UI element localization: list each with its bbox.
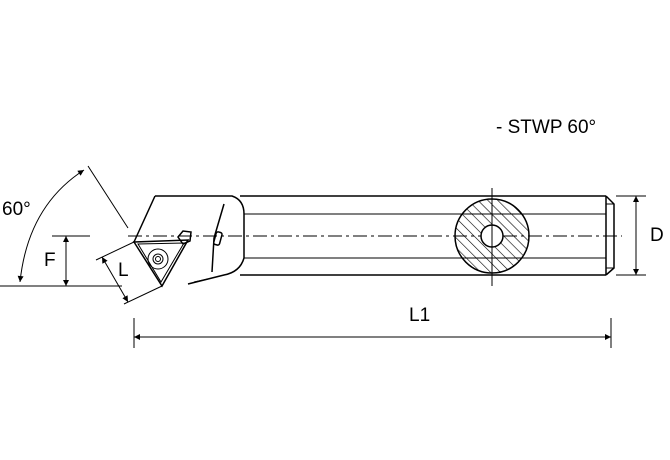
dimension-l1-label: L1: [409, 305, 430, 326]
dimension-l1: [133, 318, 612, 348]
clamp-pin: [177, 230, 192, 245]
screw-detail: [212, 231, 223, 246]
dimension-l-label: L: [118, 260, 129, 281]
cross-section: [454, 188, 530, 286]
tool-head: [133, 195, 245, 285]
dimension-d-label: D: [650, 225, 664, 246]
dimension-d: [616, 195, 646, 276]
dimension-angle-label: 60°: [2, 199, 31, 220]
dimension-f-label: F: [44, 250, 56, 271]
tool-shank: [240, 195, 615, 276]
triangular-insert: [132, 239, 190, 288]
dimension-f: [0, 235, 122, 287]
dimension-angle: [17, 165, 129, 283]
dimension-l: [95, 241, 163, 305]
designation-label: - STWP 60°: [496, 117, 596, 138]
